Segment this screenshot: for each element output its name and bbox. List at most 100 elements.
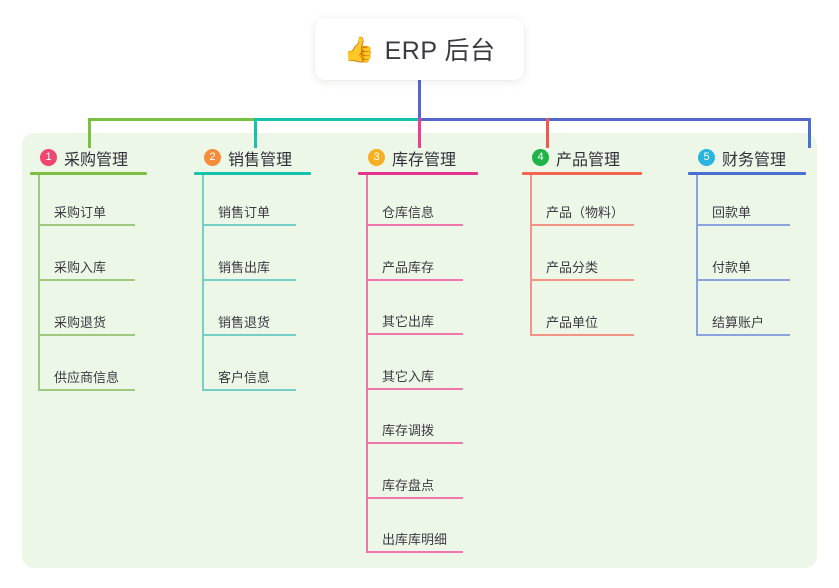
leaf-item[interactable]: 出库库明细 [368, 527, 463, 553]
leaf-item-underline [532, 279, 634, 281]
branch-drop-connector-1 [88, 118, 91, 148]
leaf-item[interactable]: 采购入库 [40, 255, 135, 281]
leaf-item[interactable]: 库存调拨 [368, 418, 463, 444]
leaf-item-label: 采购订单 [54, 205, 107, 220]
leaf-item-underline [204, 279, 296, 281]
leaf-item-underline [698, 334, 790, 336]
leaf-item-underline [40, 224, 135, 226]
branch-header-2[interactable]: 2 销售管理 [194, 146, 292, 169]
leaf-item[interactable]: 销售订单 [204, 200, 296, 226]
branch-column-3: 3 库存管理仓库信息产品库存其它出库其它入库库存调拨库存盘点出库库明细 [358, 146, 478, 553]
branch-badge-3: 3 [368, 149, 385, 166]
branch-header-1[interactable]: 1 采购管理 [30, 146, 128, 169]
leaf-item-label: 其它入库 [382, 368, 435, 384]
leaf-item[interactable]: 产品单位 [532, 310, 634, 336]
branch-underline-3 [358, 172, 478, 175]
branch-spine-4 [530, 175, 532, 336]
leaf-item-underline [204, 224, 296, 226]
branch-badge-1: 1 [40, 149, 57, 166]
branch-header-3[interactable]: 3 库存管理 [358, 146, 456, 169]
leaf-item-label: 其它出库 [382, 314, 435, 329]
thumbs-up-icon: 👍 [343, 34, 375, 64]
leaf-item-underline [698, 224, 790, 226]
leaf-item-label: 产品单位 [546, 315, 599, 330]
branch-badge-5: 5 [698, 149, 715, 166]
trunk-segment-left [88, 118, 256, 121]
leaf-item[interactable]: 结算账户 [698, 310, 790, 336]
leaf-item[interactable]: 客户信息 [204, 365, 296, 391]
branch-spine-1 [38, 175, 40, 391]
leaf-item-underline [204, 389, 296, 391]
leaf-item-label: 付款单 [712, 260, 752, 275]
leaf-item-underline [204, 334, 296, 336]
leaf-item[interactable]: 采购退货 [40, 310, 135, 336]
leaf-item-label: 采购退货 [54, 315, 107, 330]
trunk-segment-mid [254, 118, 420, 121]
leaf-item-label: 采购入库 [54, 260, 107, 275]
leaf-item-label: 回款单 [712, 205, 752, 220]
leaf-item-underline [368, 278, 463, 281]
branch-underline-5 [688, 172, 806, 175]
leaf-item-label: 销售订单 [218, 205, 271, 220]
leaf-item[interactable]: 供应商信息 [40, 365, 135, 391]
trunk-segment-right [418, 118, 811, 121]
leaf-item-label: 销售出库 [218, 260, 271, 275]
leaf-item[interactable]: 仓库信息 [368, 200, 463, 226]
leaf-item[interactable]: 采购订单 [40, 200, 135, 226]
leaf-item-underline [368, 387, 463, 390]
leaf-item[interactable]: 付款单 [698, 255, 790, 281]
branch-title-4: 产品管理 [556, 151, 621, 169]
branch-title-3: 库存管理 [392, 151, 457, 169]
leaf-item-label: 产品库存 [382, 259, 435, 275]
leaf-item-label: 销售退货 [218, 315, 271, 330]
branch-underline-2 [194, 172, 311, 175]
leaf-item-label: 结算账户 [712, 315, 765, 330]
branch-drop-connector-3 [418, 118, 421, 148]
leaf-item-label: 客户信息 [218, 370, 271, 385]
leaf-item-label: 仓库信息 [382, 205, 435, 220]
leaf-item[interactable]: 产品分类 [532, 255, 634, 281]
leaf-item[interactable]: 产品（物料） [532, 200, 634, 226]
leaf-item-label: 产品（物料） [546, 205, 625, 220]
root-node-card[interactable]: 👍 ERP 后台 [315, 18, 524, 80]
branch-drop-connector-4 [546, 118, 549, 148]
leaf-item[interactable]: 销售出库 [204, 255, 296, 281]
leaf-item[interactable]: 库存盘点 [368, 473, 463, 499]
root-stem-connector [418, 80, 421, 121]
branch-title-2: 销售管理 [228, 151, 293, 169]
leaf-item-underline [698, 279, 790, 281]
leaf-item-label: 供应商信息 [54, 370, 120, 385]
branch-drop-connector-2 [254, 118, 257, 148]
branch-drop-connector-5 [808, 118, 811, 148]
leaf-item-label: 库存调拨 [382, 423, 435, 438]
branch-underline-4 [522, 172, 642, 175]
leaf-item[interactable]: 产品库存 [368, 255, 463, 281]
leaf-item-underline [368, 496, 463, 499]
leaf-item[interactable]: 销售退货 [204, 310, 296, 336]
diagram-background-panel [22, 133, 817, 568]
leaf-item[interactable]: 回款单 [698, 200, 790, 226]
leaf-item[interactable]: 其它出库 [368, 309, 463, 335]
leaf-item-label: 出库库明细 [382, 532, 448, 547]
branch-spine-5 [696, 175, 698, 336]
leaf-item[interactable]: 其它入库 [368, 364, 463, 390]
leaf-item-underline [368, 551, 463, 553]
leaf-item-underline [40, 334, 135, 336]
branch-spine-2 [202, 175, 204, 391]
branch-title-1: 采购管理 [64, 151, 129, 169]
leaf-item-underline [40, 279, 135, 281]
branch-column-1: 1 采购管理采购订单采购入库采购退货供应商信息 [30, 146, 147, 391]
leaf-item-underline [368, 333, 463, 335]
leaf-item-label: 产品分类 [546, 260, 599, 275]
leaf-item-underline [532, 334, 634, 336]
leaf-item-label: 库存盘点 [382, 477, 435, 493]
branch-spine-3 [366, 175, 368, 553]
branch-badge-2: 2 [204, 149, 221, 166]
leaf-item-underline [40, 389, 135, 391]
leaf-item-underline [368, 442, 463, 444]
